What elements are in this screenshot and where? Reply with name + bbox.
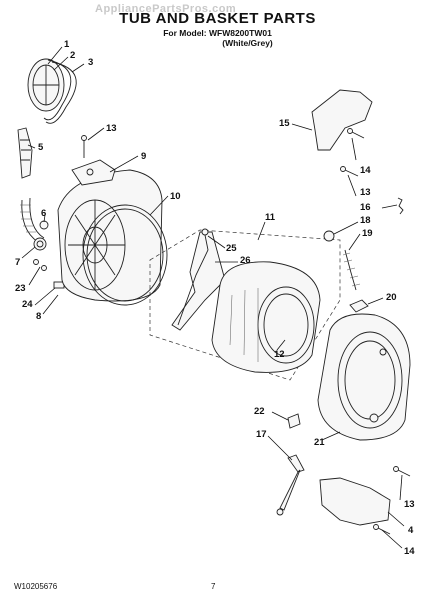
callout-24: 24 bbox=[22, 299, 33, 310]
page-title: TUB AND BASKET PARTS bbox=[119, 10, 316, 27]
page-number: 7 bbox=[211, 582, 216, 591]
callout-5: 5 bbox=[38, 142, 44, 153]
callout-21: 21 bbox=[314, 437, 325, 448]
basket-spider bbox=[171, 228, 226, 331]
callout-12: 12 bbox=[274, 349, 285, 360]
callout-13-bottom: 13 bbox=[404, 499, 415, 510]
hose-parts bbox=[17, 127, 65, 289]
callout-19: 19 bbox=[362, 228, 373, 239]
callout-9: 9 bbox=[141, 151, 147, 162]
lower-bracket bbox=[319, 477, 391, 526]
callout-17: 17 bbox=[256, 429, 267, 440]
callout-6: 6 bbox=[41, 208, 47, 219]
small-parts bbox=[287, 197, 404, 429]
callout-8: 8 bbox=[36, 311, 42, 322]
callout-25: 25 bbox=[226, 243, 237, 254]
callout-13-top: 13 bbox=[106, 123, 117, 134]
rear-tub bbox=[57, 159, 163, 302]
callout-14-bottom: 14 bbox=[404, 546, 415, 557]
callout-10: 10 bbox=[170, 191, 181, 202]
callout-23: 23 bbox=[15, 283, 26, 294]
tub-bracket bbox=[311, 89, 373, 151]
callout-26: 26 bbox=[240, 255, 251, 266]
callout-22: 22 bbox=[254, 406, 265, 417]
document-code: W10205676 bbox=[14, 582, 58, 591]
pulley-assembly bbox=[27, 58, 77, 124]
watermark: AppliancePartsPros.com bbox=[95, 3, 237, 15]
tub-seal-ring bbox=[82, 204, 168, 306]
basket-drum bbox=[211, 261, 321, 373]
callout-4: 4 bbox=[408, 525, 414, 536]
callout-13-mid: 13 bbox=[360, 187, 371, 198]
callout-15: 15 bbox=[279, 118, 290, 129]
leader-lines bbox=[21, 46, 405, 549]
callout-16: 16 bbox=[360, 202, 371, 213]
screws bbox=[81, 128, 411, 535]
callout-3: 3 bbox=[88, 57, 94, 68]
callout-2: 2 bbox=[70, 50, 76, 61]
callout-11: 11 bbox=[265, 212, 276, 223]
model-line: For Model: WFW8200TW01 bbox=[163, 28, 272, 38]
callout-14-top: 14 bbox=[360, 165, 371, 176]
color-line: (White/Grey) bbox=[222, 38, 273, 48]
callout-7: 7 bbox=[15, 257, 21, 268]
callout-20: 20 bbox=[386, 292, 397, 303]
damper bbox=[276, 454, 305, 516]
basket-assembly-outline bbox=[149, 229, 341, 381]
front-tub bbox=[317, 313, 411, 441]
callout-18: 18 bbox=[360, 215, 371, 226]
callout-1: 1 bbox=[64, 39, 70, 50]
